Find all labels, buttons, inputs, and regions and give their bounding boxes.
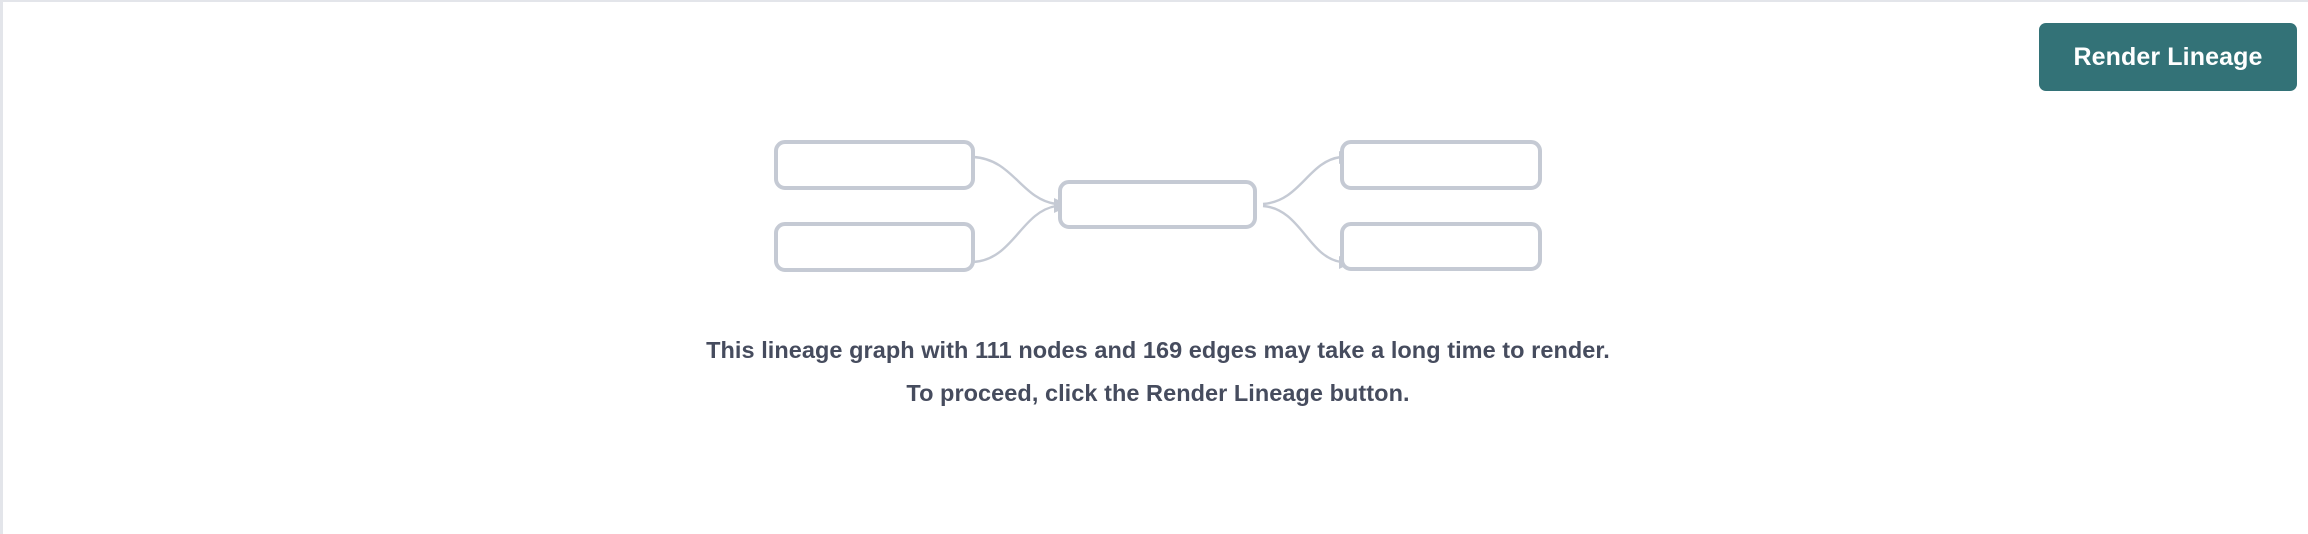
lineage-node-downstream-2[interactable]: [1340, 222, 1542, 271]
edge-upstream-2-to-focus: [972, 204, 1057, 264]
edge-focus-to-downstream-1: [1262, 155, 1342, 206]
lineage-node-upstream-2[interactable]: [774, 222, 975, 272]
lineage-node-focus[interactable]: [1058, 180, 1257, 229]
lineage-render-warning-message: This lineage graph with 111 nodes and 16…: [706, 337, 1610, 406]
lineage-graph-placeholder: [763, 127, 1563, 287]
edge-focus-to-downstream-2: [1262, 204, 1342, 264]
lineage-node-upstream-1[interactable]: [774, 140, 975, 190]
render-lineage-button[interactable]: Render Lineage: [2039, 23, 2297, 91]
lineage-placeholder-svg: [774, 140, 1542, 272]
edge-upstream-1-to-focus: [972, 155, 1057, 206]
lineage-node-downstream-1[interactable]: [1340, 140, 1542, 190]
